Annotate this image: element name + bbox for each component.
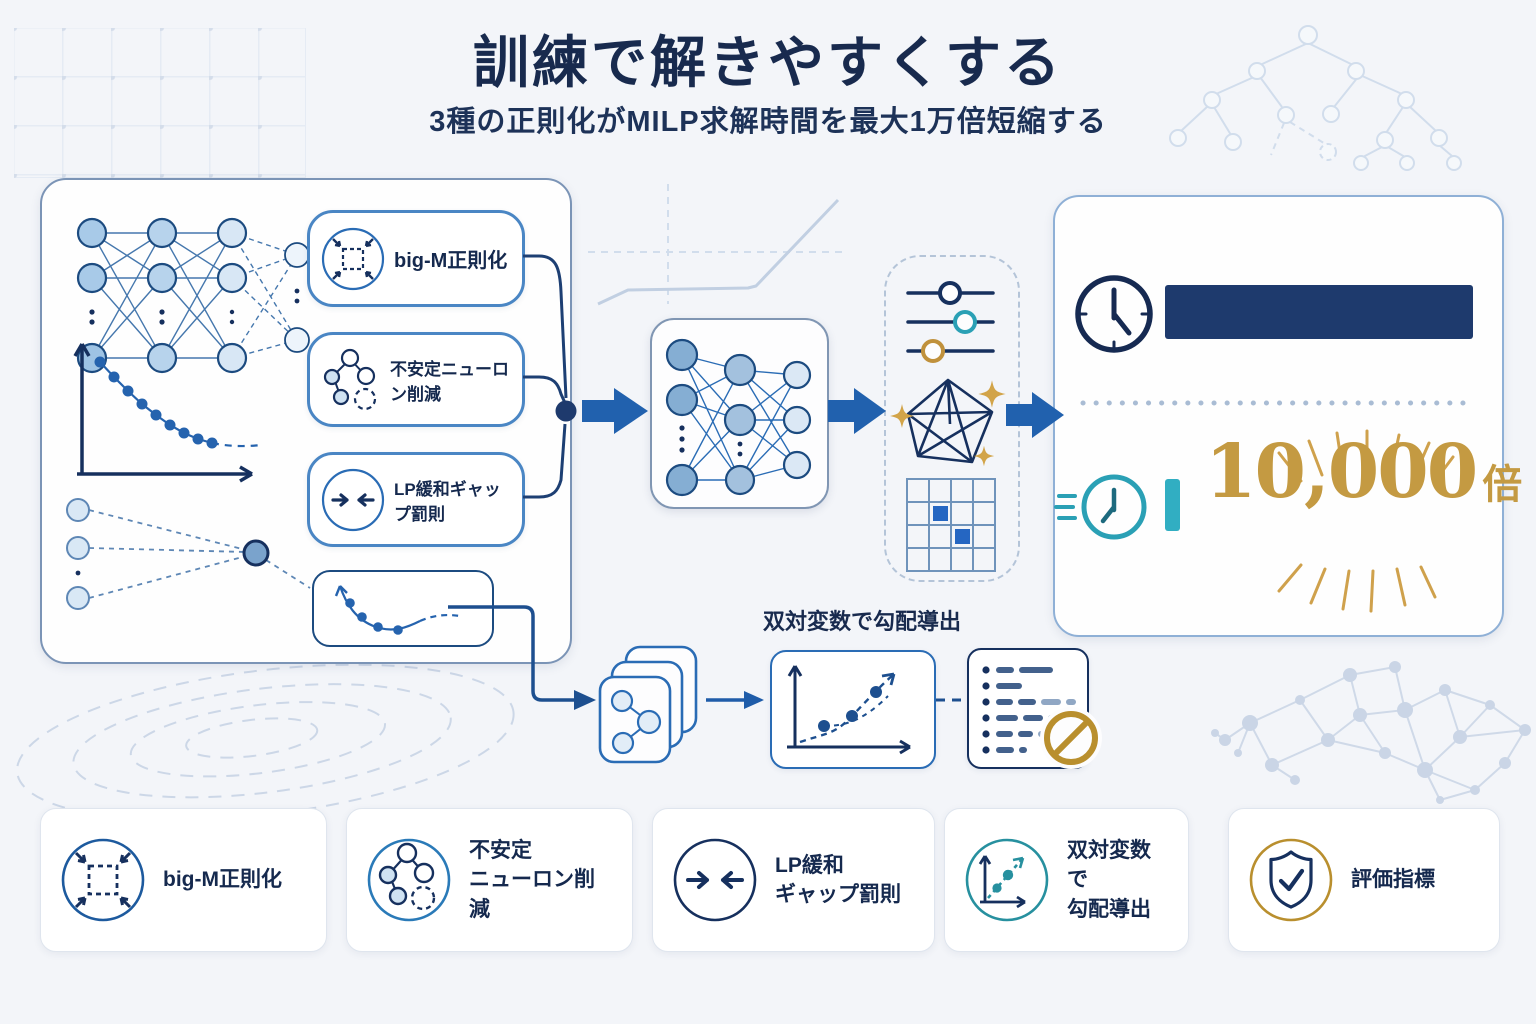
legend-card-neuron: 不安定 ニューロン削減: [346, 808, 633, 952]
legend-card-dual: 双対変数で 勾配導出: [944, 808, 1189, 952]
gradient-graph-chart: [787, 665, 911, 755]
method-pill-label: big-M正則化: [394, 250, 508, 272]
shrink-square-icon: [61, 838, 145, 922]
speedup-value: 10,000 倍: [1205, 435, 1522, 509]
neural-network-diagram: [76, 217, 310, 374]
legend-label-line1: 評価指標: [1351, 868, 1435, 892]
speedup-unit: 倍: [1482, 463, 1523, 507]
sparkle-icon: [973, 445, 995, 467]
contour-lines-decoration: [16, 663, 515, 822]
legend-label-line2: ギャップ罰則: [775, 883, 901, 906]
trained-network-diagram: [665, 338, 812, 497]
parameter-sliders-icon: [906, 281, 995, 363]
grid-dots-decoration: [14, 28, 306, 178]
shield-check-icon: [1249, 838, 1333, 922]
dip-curve-chart: [334, 585, 461, 635]
method-pill-neuron: 不安定ニューロン削減: [307, 332, 525, 427]
rays-bottom: [1277, 563, 1437, 613]
sparkle-icon: [890, 404, 914, 428]
legend-label-line1: 双対変数で: [1067, 838, 1151, 892]
legend-card-bigm: big-M正則化: [40, 808, 327, 952]
training-panel: big-M正則化 不安定ニューロン削減 LP緩和ギャップ罰則: [40, 178, 572, 664]
dual-flow-label: 双対変数で勾配導出: [762, 609, 961, 634]
legend-label-line2: 勾配導出: [1067, 897, 1151, 921]
method-pill-bigm: big-M正則化: [307, 210, 525, 307]
converge-arrows-icon: [673, 838, 757, 922]
legend-card-metrics: 評価指標: [1228, 808, 1500, 952]
legend-label-line2: ニューロン削減: [469, 868, 595, 921]
shrink-square-icon: [321, 227, 385, 290]
speedup-number: 10,000: [1205, 429, 1478, 515]
neuron-prune-icon: [323, 348, 377, 410]
clock-slow-icon: [1075, 275, 1153, 353]
log-lines: [982, 666, 1076, 754]
method-pill-label: LP緩和ギャップ罰則: [394, 479, 501, 524]
gradient-graph-box: [770, 650, 936, 769]
converge-arrows-icon: [321, 468, 385, 531]
prohibition-icon: [1040, 707, 1102, 769]
legend-label-line1: 不安定: [469, 838, 532, 862]
solution-grid-icon: [906, 478, 996, 572]
trained-network-box: [650, 318, 829, 509]
loss-curve-chart: [73, 343, 263, 483]
legend-label-line1: big-M正則化: [163, 868, 282, 892]
relu-curve-decoration: [588, 184, 848, 306]
branch-tree-decoration: [1169, 25, 1462, 171]
method-pill-lpgap: LP緩和ギャップ罰則: [307, 452, 525, 547]
mesh-network-decoration: [1211, 661, 1531, 804]
sparkle-icon: [978, 380, 1006, 408]
page-title: 訓練で解きやすくする: [473, 31, 1063, 94]
legend-label-line1: LP緩和: [775, 853, 844, 877]
neuron-prune-icon: [367, 838, 451, 922]
gradient-chart-icon: [965, 838, 1049, 922]
legend-card-lpgap: LP緩和 ギャップ罰則: [652, 808, 935, 952]
polytope-icon: [906, 378, 994, 464]
clock-fast-icon: [1054, 474, 1147, 540]
instance-stack-icon: [598, 645, 698, 764]
dotted-divider: [1080, 400, 1476, 406]
time-bar-after: [1165, 479, 1180, 531]
penalty-curve-box: [312, 570, 494, 647]
sparse-connection-diagram: [66, 498, 311, 610]
page-subtitle: 3種の正則化がMILP求解時間を最大1万倍短縮する: [429, 106, 1107, 138]
method-pill-label: 不安定ニューロン削減: [390, 359, 509, 404]
result-panel: 10,000 倍: [1053, 195, 1522, 637]
time-bar-before: [1165, 285, 1473, 339]
rays-top: [1277, 429, 1455, 483]
